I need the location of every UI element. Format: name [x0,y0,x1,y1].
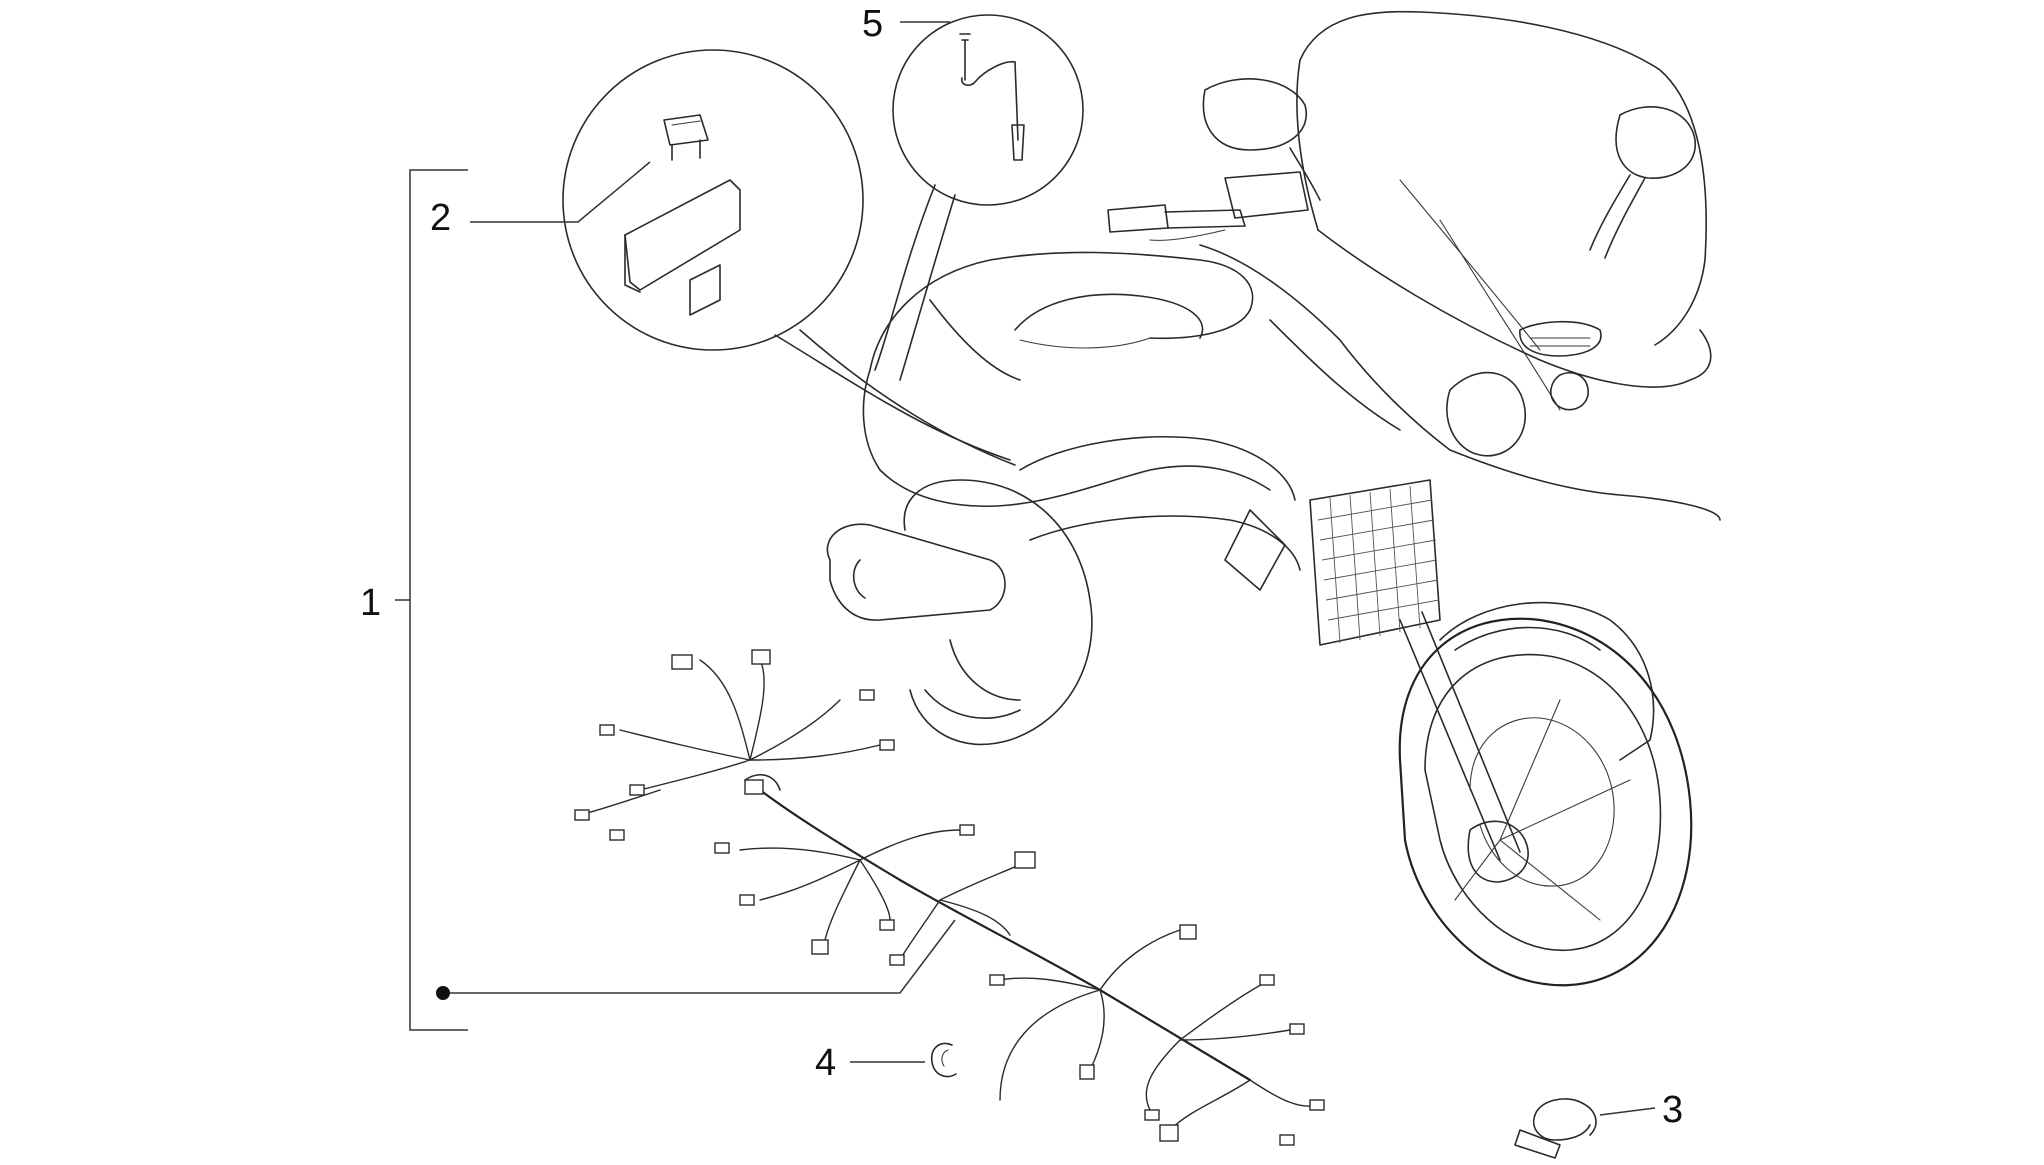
fuse-box-icon [624,179,741,316]
harness-pointer-dot [436,986,450,1000]
leader-line-2 [470,161,651,223]
cable-clamp-icon [1514,1098,1597,1159]
detail-bubble-fuse-box [562,49,1016,466]
leader-line-harness [443,919,956,994]
wiring-harness [574,649,1325,1146]
leader-line-3 [1599,1107,1656,1116]
fuse-icon [663,114,709,161]
callout-5: 5 [862,3,883,45]
sensor-icon [959,33,1025,161]
assembly-bracket [395,169,468,1031]
hose-clip-icon [930,1042,957,1078]
callout-2: 2 [430,197,451,239]
callout-3: 3 [1662,1089,1683,1131]
detail-bubble-sensor [874,14,1084,381]
callout-1: 1 [360,582,381,624]
scooter-illustration [826,10,1721,987]
callout-4: 4 [815,1042,836,1084]
radiator-grille [1309,479,1441,646]
